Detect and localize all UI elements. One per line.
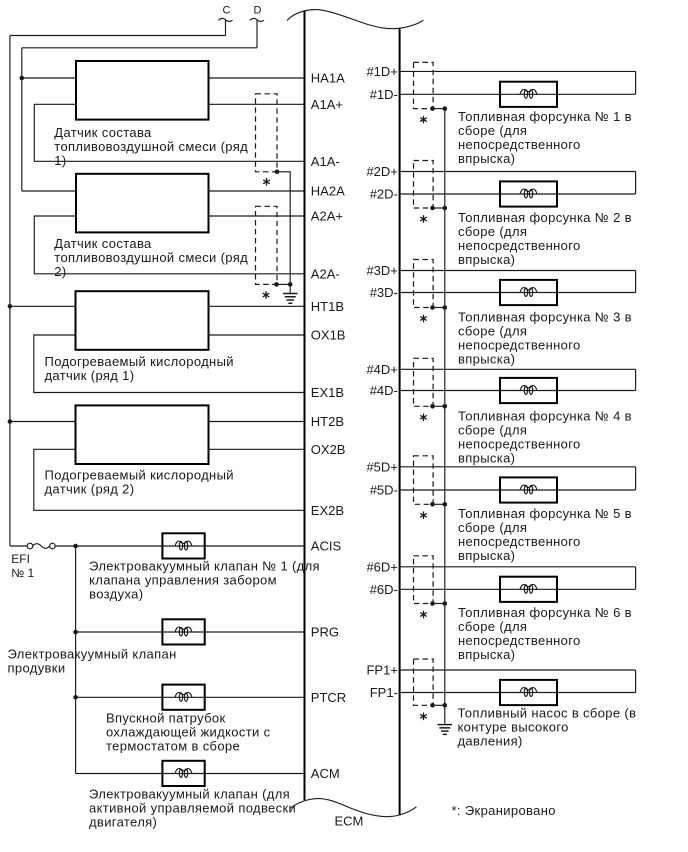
svg-text:#6D-: #6D- bbox=[370, 582, 398, 597]
svg-text:HA2A: HA2A bbox=[311, 184, 345, 199]
svg-text:PRG: PRG bbox=[311, 625, 339, 640]
svg-text:ACIS: ACIS bbox=[311, 539, 342, 554]
svg-text:#4D-: #4D- bbox=[370, 383, 398, 398]
svg-text:A1A-: A1A- bbox=[311, 154, 340, 169]
svg-text:A2A-: A2A- bbox=[311, 267, 340, 282]
svg-text:HA1A: HA1A bbox=[311, 71, 345, 86]
svg-text:EX2B: EX2B bbox=[311, 503, 344, 518]
svg-text:C: C bbox=[223, 5, 231, 17]
svg-text:PTCR: PTCR bbox=[311, 690, 346, 705]
svg-text:#1D-: #1D- bbox=[370, 87, 398, 102]
svg-text:Электровакуумный клапан № 1 (д: Электровакуумный клапан № 1 (дляклапана … bbox=[89, 559, 320, 602]
svg-text:#1D+: #1D+ bbox=[366, 64, 397, 79]
svg-text:FP1-: FP1- bbox=[370, 685, 398, 700]
svg-text:A2A+: A2A+ bbox=[311, 209, 343, 224]
svg-text:#5D+: #5D+ bbox=[366, 459, 397, 474]
svg-text:#5D-: #5D- bbox=[370, 483, 398, 498]
svg-text:HT1B: HT1B bbox=[311, 299, 344, 314]
svg-text:ECM: ECM bbox=[335, 813, 364, 828]
svg-text:FP1+: FP1+ bbox=[366, 663, 397, 678]
svg-text:#2D+: #2D+ bbox=[366, 164, 397, 179]
svg-text:OX1B: OX1B bbox=[311, 328, 346, 343]
svg-text:ACM: ACM bbox=[311, 766, 340, 781]
svg-text:#3D+: #3D+ bbox=[366, 263, 397, 278]
svg-text:EX1B: EX1B bbox=[311, 385, 344, 400]
svg-text:*: Экранировано: *: Экранировано bbox=[452, 803, 556, 818]
svg-text:#6D+: #6D+ bbox=[366, 559, 397, 574]
svg-text:HT2B: HT2B bbox=[311, 414, 344, 429]
svg-text:#4D+: #4D+ bbox=[366, 362, 397, 377]
svg-text:#3D-: #3D- bbox=[370, 285, 398, 300]
svg-text:OX2B: OX2B bbox=[311, 442, 346, 457]
svg-text:A1A+: A1A+ bbox=[311, 97, 343, 112]
svg-text:#2D-: #2D- bbox=[370, 187, 398, 202]
svg-text:D: D bbox=[254, 5, 262, 17]
